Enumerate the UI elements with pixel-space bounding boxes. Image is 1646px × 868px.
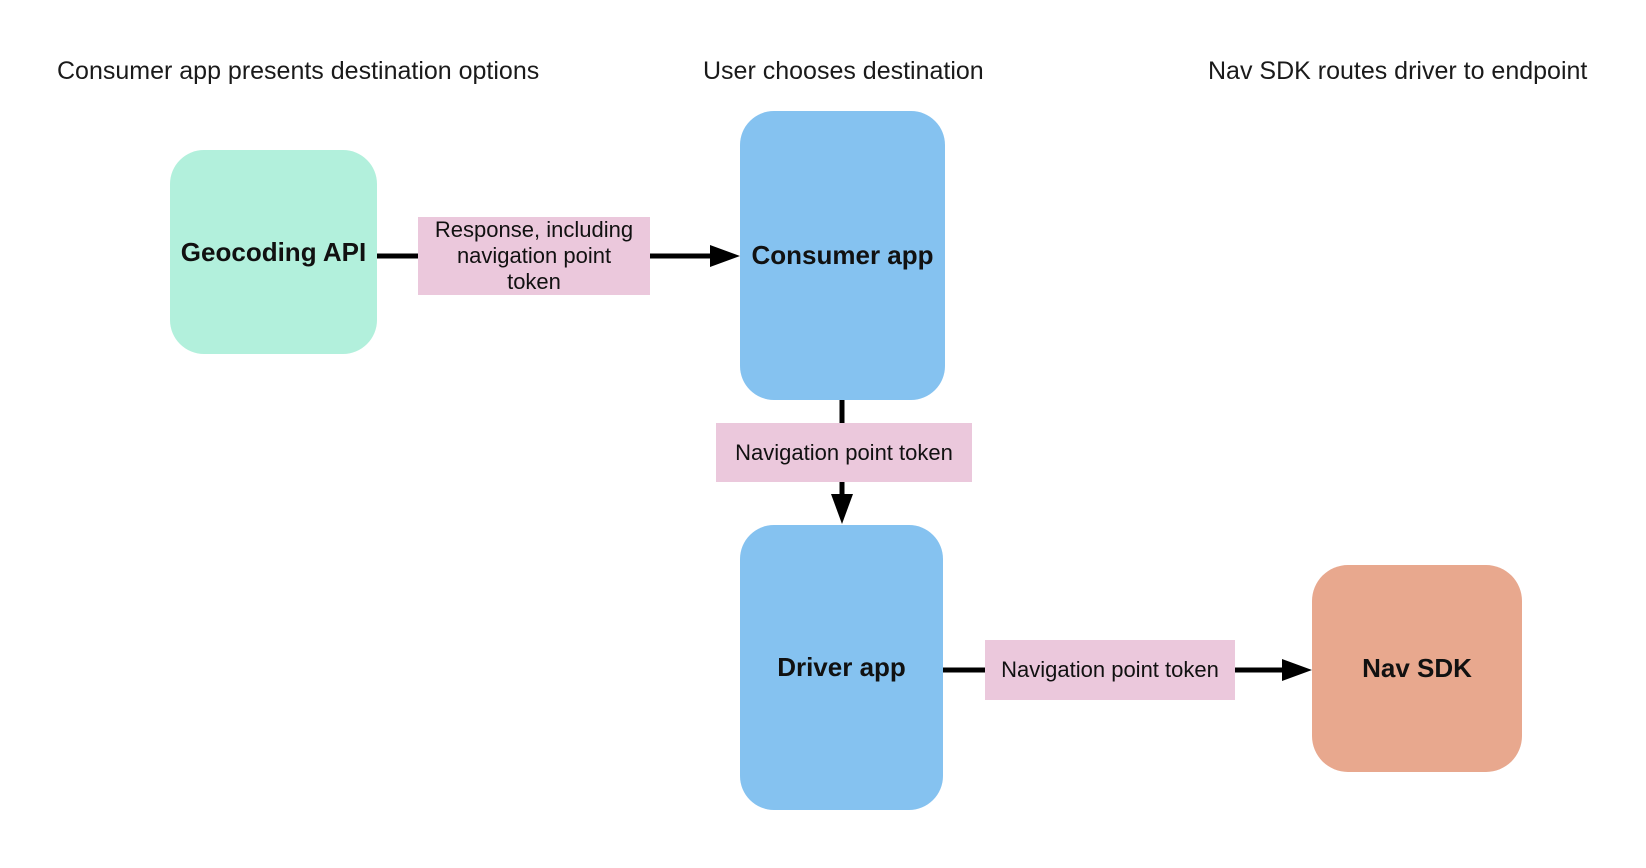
edge-label-navigation-point-token-vertical: Navigation point token: [716, 423, 972, 482]
node-label: Consumer app: [751, 240, 934, 270]
node-label: Geocoding API: [180, 236, 367, 267]
edge-label-line: navigation point: [456, 243, 612, 268]
edge-label-navigation-point-token-horizontal: Navigation point token: [985, 640, 1235, 700]
edge-label-line: Response, including: [434, 217, 634, 242]
stage-header-consumer-presents: Consumer app presents destination option…: [57, 57, 540, 85]
stage-header-user-chooses: User chooses destination: [703, 57, 984, 85]
edge-label-line: Navigation point token: [1001, 657, 1219, 682]
edge-label-line: token: [507, 269, 561, 294]
node-label: Driver app: [777, 652, 906, 682]
node-nav-sdk: Nav SDK: [1312, 565, 1522, 772]
stage-header-nav-sdk-routes: Nav SDK routes driver to endpoint: [1208, 57, 1588, 85]
edge-label-line: Navigation point token: [735, 439, 953, 465]
node-driver-app: Driver app: [740, 525, 943, 810]
node-geocoding-api: Geocoding API: [170, 150, 377, 354]
edge-label-response-including-token: Response, including navigation point tok…: [418, 217, 650, 295]
node-label: Nav SDK: [1362, 653, 1472, 683]
node-consumer-app: Consumer app: [740, 111, 945, 400]
